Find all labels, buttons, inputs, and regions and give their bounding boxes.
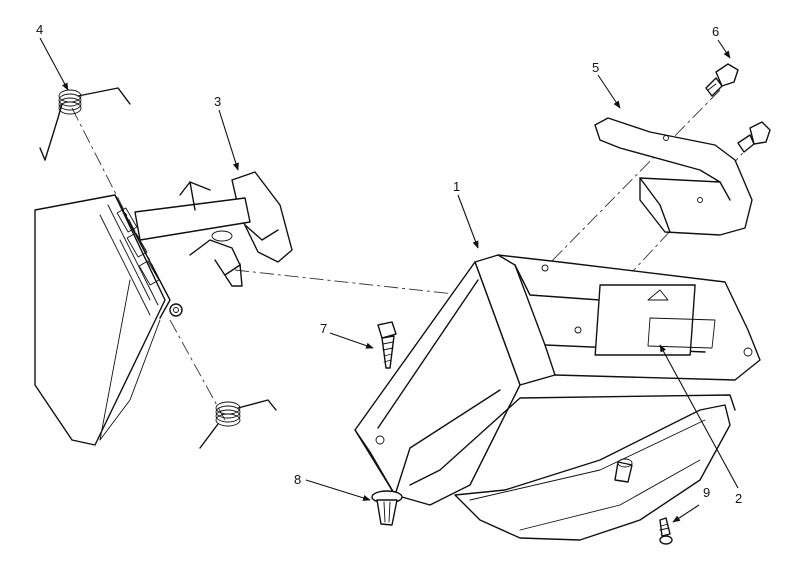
callout-9: 9	[703, 485, 710, 500]
hinged-deflector-plate	[34, 194, 183, 446]
part-4-torsion-spring	[39, 87, 131, 161]
callout-7: 7	[320, 321, 327, 336]
part-5-cover-plate	[594, 117, 753, 236]
callout-labels: 4 3 1 5 6 7 8 2 9	[36, 22, 742, 506]
callout-3: 3	[214, 94, 221, 109]
part-8-retainer	[371, 490, 403, 526]
callout-5: 5	[592, 60, 599, 75]
callout-1: 1	[453, 179, 460, 194]
part-1-chute-housing	[354, 254, 761, 506]
part-3-bracket	[134, 171, 293, 287]
part-7-screw	[377, 321, 397, 369]
part-4-lower-torsion-spring	[199, 399, 277, 449]
callout-8: 8	[294, 472, 301, 487]
lower-deflector	[454, 404, 731, 541]
callout-6: 6	[712, 24, 719, 39]
part-6-bolt	[705, 63, 771, 153]
callout-4: 4	[36, 22, 43, 37]
part-9-screw	[659, 517, 673, 545]
callout-leaders	[39, 37, 739, 523]
callout-2: 2	[735, 491, 742, 506]
